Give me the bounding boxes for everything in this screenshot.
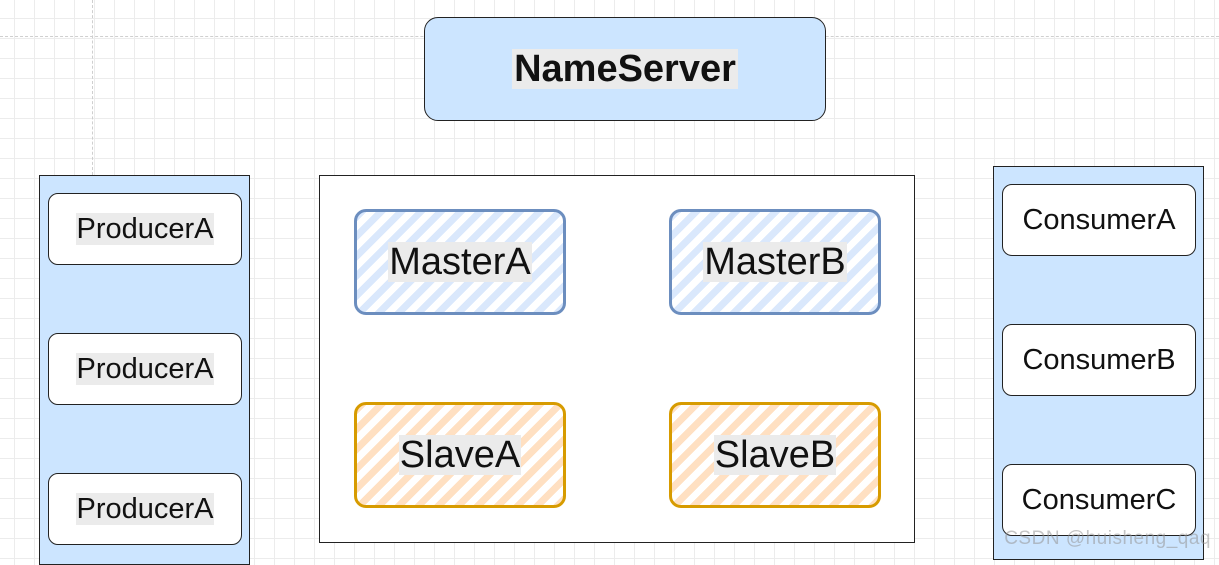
consumer-label: ConsumerB	[1022, 344, 1176, 376]
master-a-node[interactable]: MasterA	[354, 209, 566, 315]
consumer-label: ConsumerC	[1021, 484, 1177, 516]
nameserver-node[interactable]: NameServer	[424, 17, 826, 121]
master-b-label: MasterB	[703, 241, 847, 283]
producer-node[interactable]: ProducerA	[48, 193, 242, 265]
producer-label: ProducerA	[76, 353, 214, 385]
nameserver-label: NameServer	[512, 48, 738, 90]
master-b-node[interactable]: MasterB	[669, 209, 881, 315]
producer-node[interactable]: ProducerA	[48, 333, 242, 405]
broker-cluster: MasterA MasterB SlaveA SlaveB	[319, 175, 915, 543]
producer-node[interactable]: ProducerA	[48, 473, 242, 545]
producer-label: ProducerA	[76, 493, 214, 525]
slave-a-node[interactable]: SlaveA	[354, 402, 566, 508]
guide-line-vertical	[92, 0, 93, 175]
watermark: CSDN @huisheng_qaq	[1004, 528, 1211, 549]
consumer-node[interactable]: ConsumerA	[1002, 184, 1196, 256]
master-a-label: MasterA	[388, 241, 532, 283]
producer-label: ProducerA	[76, 213, 214, 245]
consumer-label: ConsumerA	[1022, 204, 1176, 236]
consumer-group: ConsumerA ConsumerB ConsumerC	[993, 166, 1204, 560]
slave-a-label: SlaveA	[398, 434, 522, 476]
consumer-node[interactable]: ConsumerB	[1002, 324, 1196, 396]
slave-b-label: SlaveB	[713, 434, 837, 476]
consumer-node[interactable]: ConsumerC	[1002, 464, 1196, 536]
producer-group: ProducerA ProducerA ProducerA	[39, 175, 250, 565]
slave-b-node[interactable]: SlaveB	[669, 402, 881, 508]
